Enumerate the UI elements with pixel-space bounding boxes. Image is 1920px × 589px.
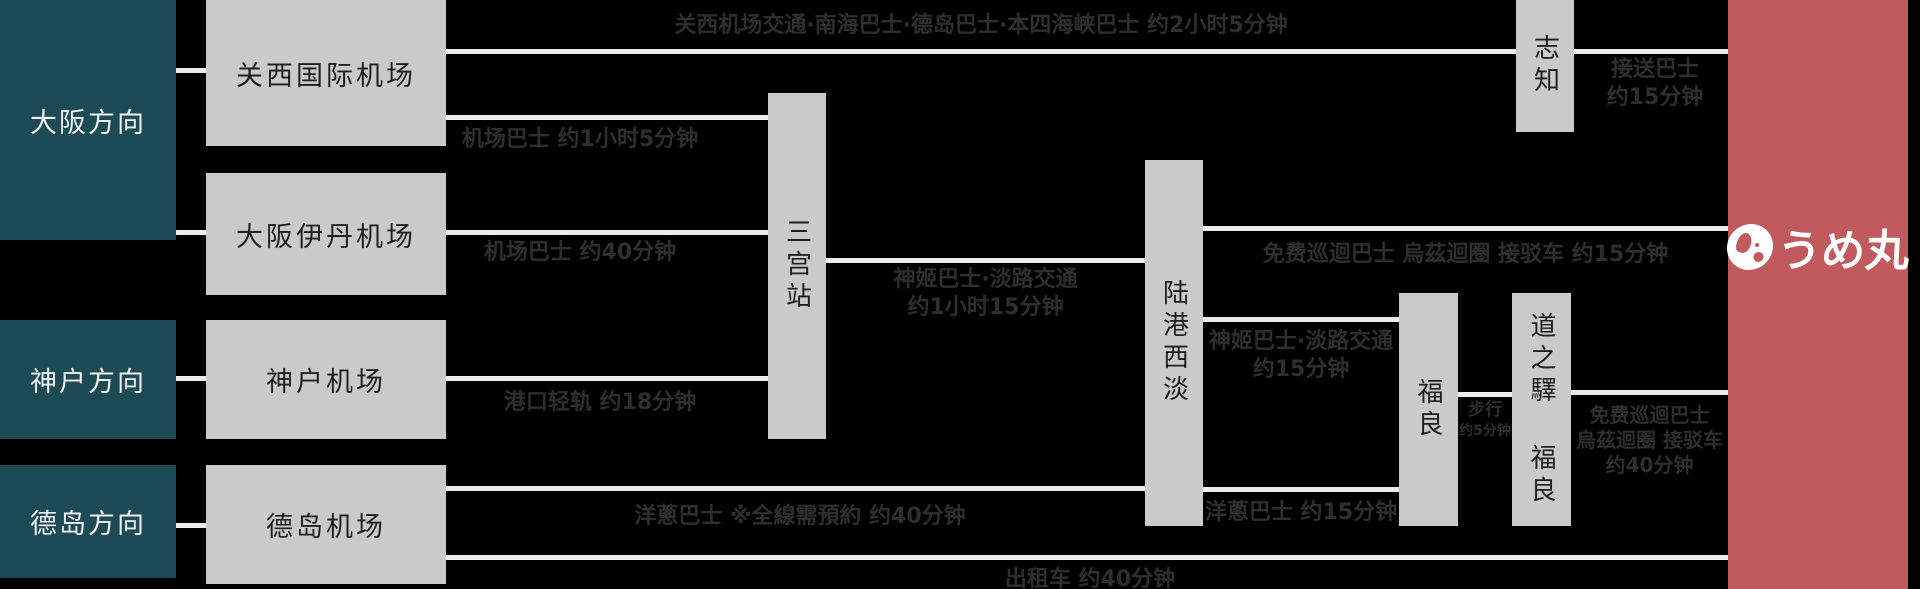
line-seidan-to-fukura (1203, 317, 1399, 322)
line-fukura-to-michinoeki (1458, 392, 1512, 397)
station-box-sannomiya: 三宫站 (768, 93, 826, 439)
destination-box-umemaru: うめ丸 (1725, 0, 1911, 589)
route-label-walk-line2: 约5分钟 (1459, 423, 1511, 439)
station-box-michinoeki-fukura: 道之驛 福良 (1512, 293, 1571, 526)
airport-box-kansai: 关西国际机场 (206, 0, 446, 146)
line-tokushima-taxi-to-hotel (446, 555, 1728, 560)
route-label-shinki-awaji-2-line2: 约15分钟 (1252, 357, 1350, 382)
line-kansai-to-shichi (446, 49, 1516, 54)
station-box-rikunominato-seidan: 陆港西淡 (1145, 160, 1203, 526)
route-label-walk: 步行 约5分钟 (1448, 400, 1522, 442)
route-label-shinki-awaji-1: 神姬巴士·淡路交通 约1小时15分钟 (826, 266, 1145, 322)
direction-box-tokushima: 德岛方向 (0, 465, 176, 578)
station-box-fukura: 福良 (1399, 293, 1458, 526)
route-label-kansai-highway-bus: 关西机场交通·南海巴士·德岛巴士·本四海峡巴士 约2小时5分钟 (674, 13, 1288, 38)
stub-kobe-airport (176, 376, 206, 381)
umemaru-logo-text: うめ丸 (1775, 226, 1911, 277)
direction-box-osaka: 大阪方向 (0, 0, 176, 240)
route-label-itami-airport-bus: 机场巴士 约40分钟 (483, 240, 677, 265)
airport-box-kobe: 神户机场 (206, 320, 446, 439)
route-label-free-shuttle-2-line1: 免费巡迴巴士 (1589, 403, 1710, 427)
airport-box-itami: 大阪伊丹机场 (206, 173, 446, 295)
route-label-pickup-bus-line1: 接送巴士 (1610, 57, 1699, 82)
route-label-shinki-awaji-2: 神姬巴士·淡路交通 约15分钟 (1203, 328, 1399, 384)
route-label-shinki-awaji-1-line2: 约1小时15分钟 (907, 295, 1064, 320)
route-label-free-shuttle-2-line3: 约40分钟 (1605, 453, 1694, 477)
route-label-kansai-airport-bus: 机场巴士 约1小时5分钟 (461, 127, 699, 152)
line-kobe-to-sannomiya (446, 376, 768, 381)
direction-box-kobe: 神户方向 (0, 320, 176, 439)
line-kansai-to-sannomiya (446, 115, 768, 120)
umemaru-crest-icon (1725, 224, 1774, 270)
route-label-free-shuttle-2: 免费巡迴巴士 烏茲迴圈 接驳车 约40分钟 (1571, 403, 1728, 478)
route-label-onion-bus: 洋蔥巴士 约15分钟 (1204, 500, 1398, 525)
line-shichi-to-hotel (1574, 49, 1728, 54)
route-label-taxi: 出租车 约40分钟 (1004, 567, 1176, 589)
route-label-free-shuttle-1: 免费巡迴巴士 烏茲迴圈 接驳车 约15分钟 (1262, 242, 1669, 267)
route-label-shinki-awaji-1-line1: 神姬巴士·淡路交通 (893, 267, 1078, 292)
line-tokushima-to-seidan (446, 486, 1145, 491)
route-label-free-shuttle-2-line2: 烏茲迴圈 接驳车 (1576, 428, 1723, 452)
line-seidan-to-hotel (1203, 226, 1728, 231)
stub-tokushima-airport (176, 523, 206, 528)
stub-osaka-kansai (176, 68, 206, 73)
line-seidan-to-fukura-onion (1203, 487, 1399, 492)
station-box-shichi: 志知 (1516, 0, 1574, 132)
line-itami-to-sannomiya (446, 230, 768, 235)
route-label-pickup-bus-line2: 约15分钟 (1606, 85, 1704, 110)
route-label-pickup-bus: 接送巴士 约15分钟 (1580, 56, 1730, 112)
route-label-onion-bus-reserved: 洋蔥巴士 ※全線需預約 约40分钟 (634, 504, 966, 529)
stub-osaka-itami (176, 230, 206, 235)
umemaru-logo: うめ丸 (1725, 215, 1911, 279)
line-michinoeki-to-hotel (1571, 390, 1728, 395)
route-label-port-liner: 港口轻轨 约18分钟 (503, 390, 697, 415)
line-sannomiya-to-seidan (826, 258, 1145, 263)
airport-box-tokushima: 德岛机场 (206, 465, 446, 584)
route-label-shinki-awaji-2-line1: 神姬巴士·淡路交通 (1208, 329, 1394, 354)
route-label-walk-line1: 步行 (1468, 400, 1502, 420)
